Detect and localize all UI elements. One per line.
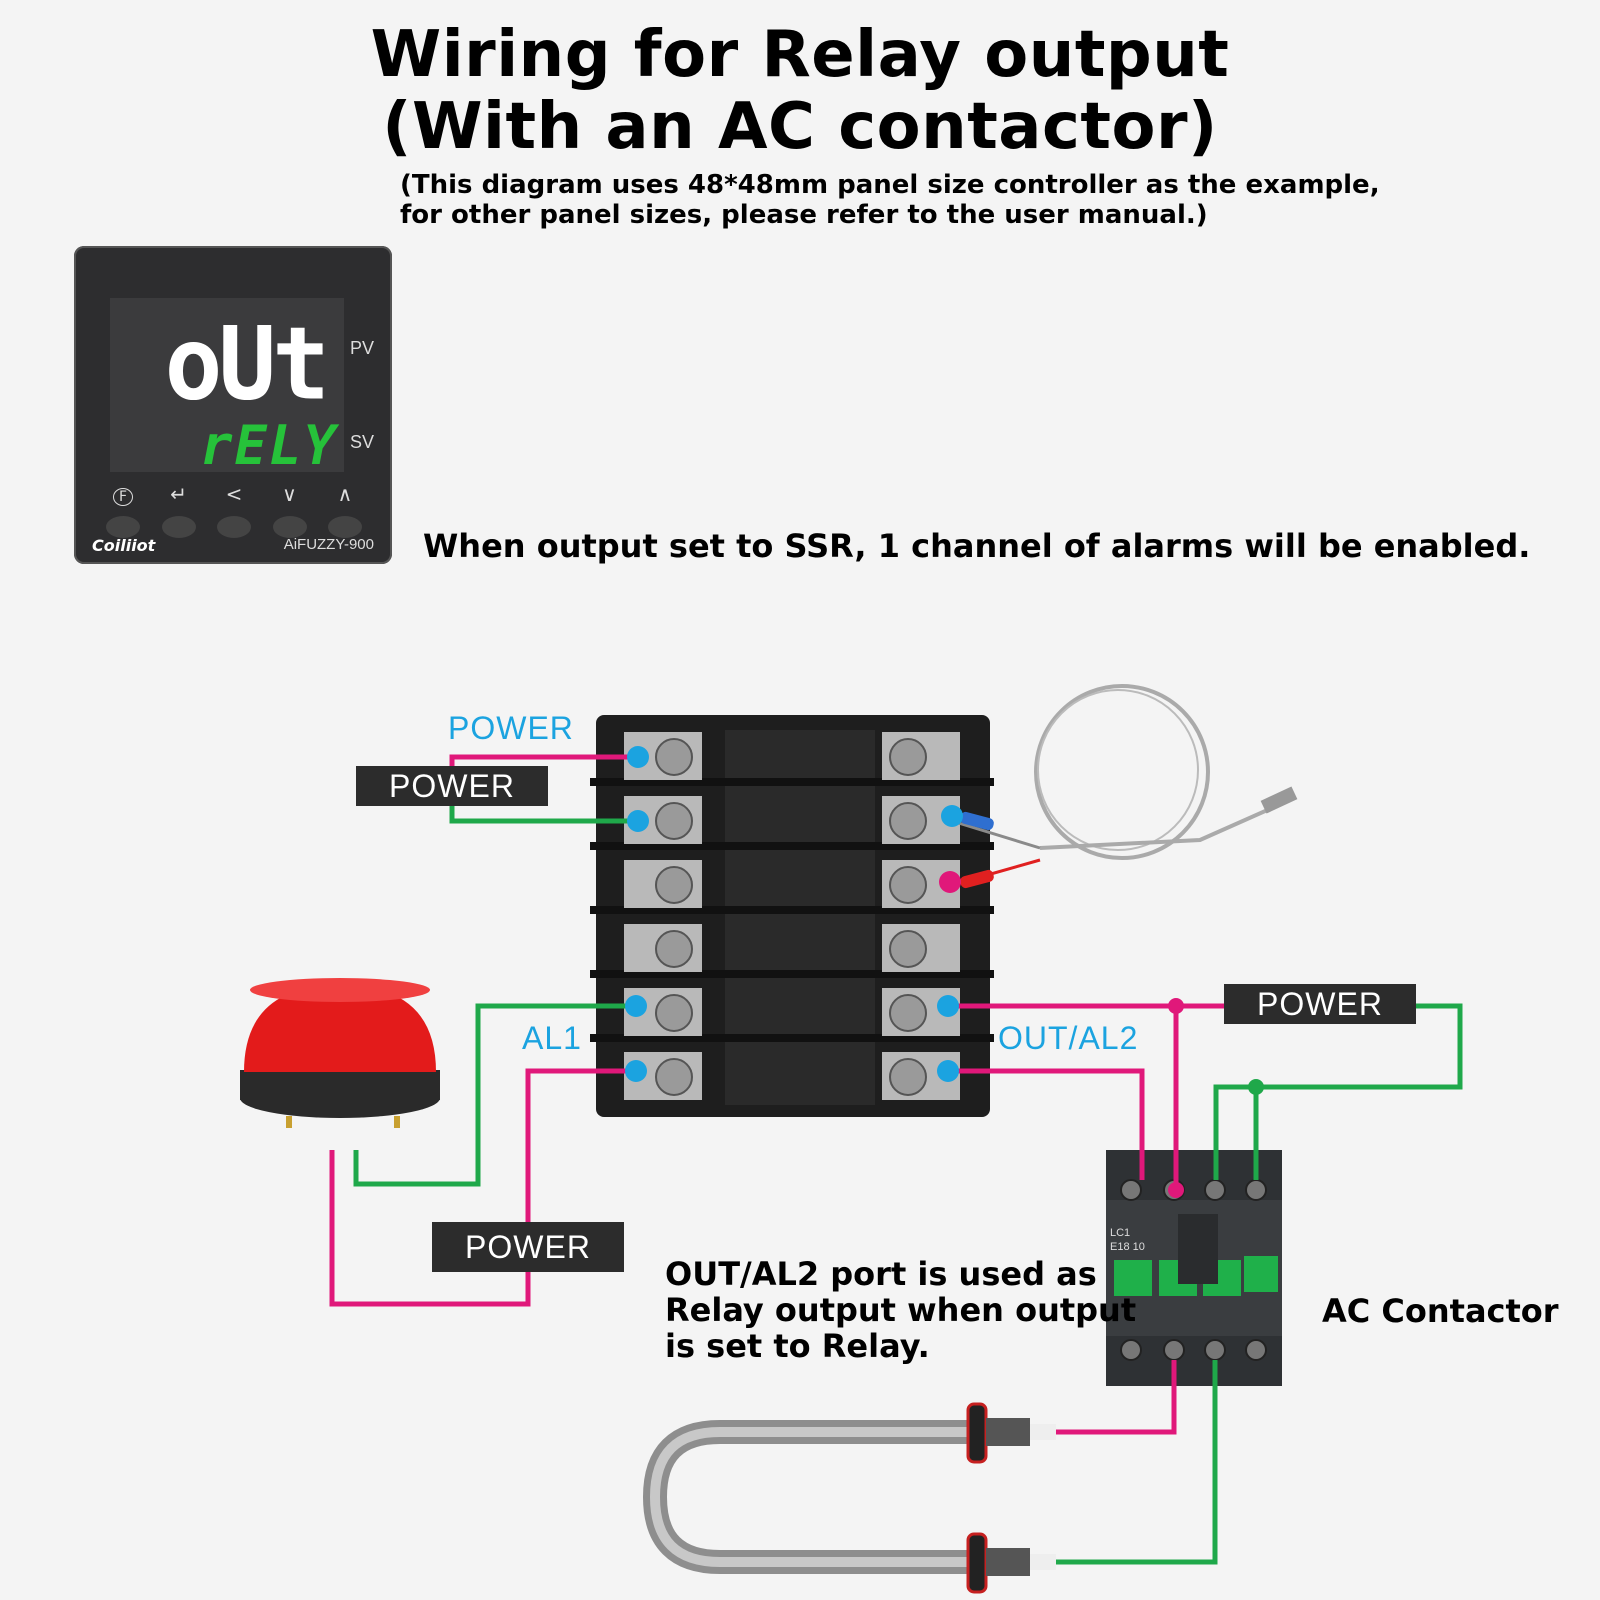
panel-size-note-line-2: for other panel sizes, please refer to t… (400, 200, 1208, 230)
power-box-top: POWER (356, 766, 548, 806)
relay-note-line-3: is set to Relay. (665, 1327, 930, 1365)
enter-button: ↵ (160, 482, 198, 538)
left-terminals (624, 732, 702, 1100)
power-box-bottom: POWER (432, 1222, 624, 1272)
contactor-model-line-1: LC1 (1110, 1227, 1130, 1239)
relay-output-note: OUT/AL2 port is used as Relay output whe… (665, 1256, 1136, 1364)
power-label-blue: POWER (448, 710, 574, 746)
panel-size-note-line-1: (This diagram uses 48*48mm panel size co… (400, 170, 1380, 200)
wire-power-right-green (1213, 1003, 1463, 1180)
wire-power-top-green (449, 806, 640, 824)
wire-al1-pink (525, 1068, 636, 1222)
enter-icon: ↵ (170, 482, 187, 506)
heating-element (642, 1402, 1056, 1594)
title-line-2: (With an AC contactor) (382, 90, 1218, 164)
relay-note-line-2: Relay output when output (665, 1291, 1137, 1329)
pv-label: PV (350, 338, 375, 358)
wire-heater-pink (1056, 1360, 1177, 1435)
sv-display: rELY (199, 414, 338, 477)
chevron-up-icon: ∧ (337, 482, 353, 506)
ac-contactor: LC1 E18 10 (1106, 1150, 1282, 1386)
up-button: ∧ (326, 482, 364, 538)
left-button: < (215, 482, 253, 538)
wire-out-pink-bottom (946, 1068, 1145, 1180)
sv-label: SV (350, 432, 375, 452)
ac-contactor-label: AC Contactor (1322, 1292, 1559, 1330)
al1-label: AL1 (522, 1020, 582, 1056)
temperature-controller-front: oUt rELY PV SV F ↵ < ∨ ∧ Coiliiot AiFUZZ… (74, 246, 392, 564)
function-button: F (104, 482, 142, 538)
power-box-right: POWER (1224, 984, 1416, 1024)
relay-note-line-1: OUT/AL2 port is used as (665, 1255, 1097, 1293)
model-name: AiFUZZY-900 (283, 536, 374, 553)
wire-al1-green (353, 1003, 636, 1187)
panel-size-note: (This diagram uses 48*48mm panel size co… (400, 170, 1380, 230)
wires (329, 754, 1463, 1565)
terminal-block (590, 715, 994, 1117)
function-icon: F (112, 488, 134, 506)
chevron-left-icon: < (225, 482, 243, 506)
terminal-dots (625, 746, 963, 1082)
junction-dots (1168, 998, 1264, 1198)
controller-buttons: F ↵ < ∨ ∧ (104, 482, 364, 538)
out-al2-label: OUT/AL2 (998, 1020, 1139, 1056)
wire-lamp-pink (329, 1150, 531, 1307)
down-button: ∨ (271, 482, 309, 538)
brand-logo: Coiliiot (92, 536, 156, 555)
alarm-light (240, 978, 440, 1128)
ssr-note: When output set to SSR, 1 channel of ala… (423, 527, 1531, 565)
contactor-model-line-2: E18 10 (1110, 1241, 1145, 1253)
right-terminals (882, 732, 960, 1100)
thermocouple-probe (951, 684, 1298, 889)
wire-heater-green (1056, 1360, 1218, 1565)
chevron-down-icon: ∨ (282, 482, 297, 506)
controller-display: oUt rELY (110, 298, 344, 477)
title-line-1: Wiring for Relay output (370, 18, 1230, 92)
thermocouple-red-dot (939, 871, 961, 893)
pv-display: oUt (164, 305, 330, 423)
